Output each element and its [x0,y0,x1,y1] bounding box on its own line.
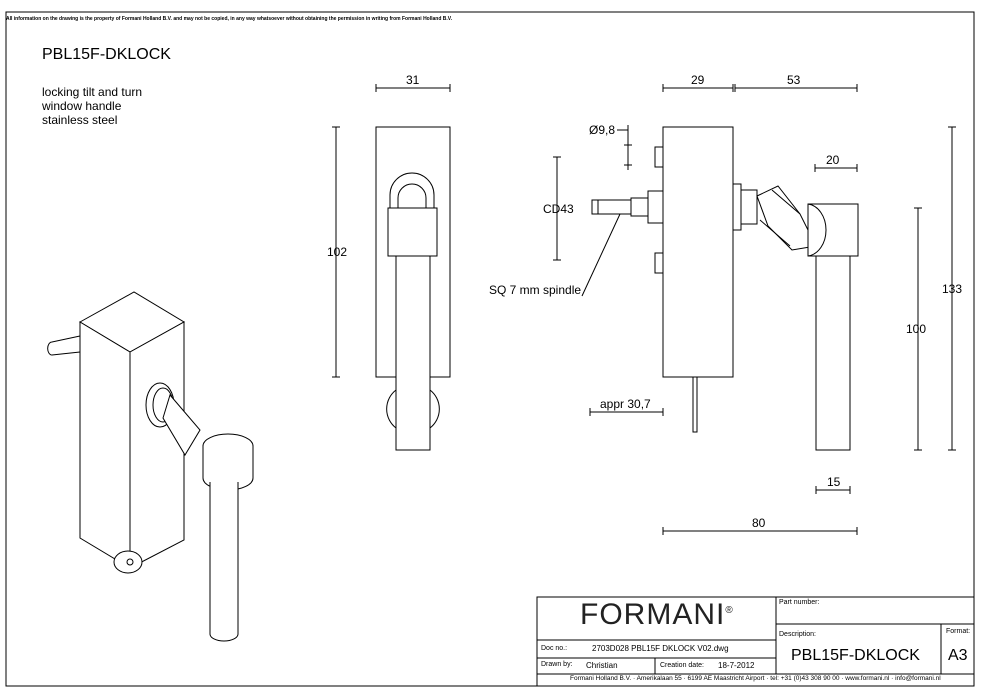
footer-contact: Formani Holland B.V. · Amerikalaan 55 · … [570,675,941,682]
creation-date-value: 18-7-2012 [718,661,755,670]
part-number-label: Part number: [779,599,820,606]
dim-grip-width: 20 [826,153,840,167]
dim-overall-height: 133 [942,282,963,296]
front-view [332,84,451,451]
dim-diameter: Ø9,8 [589,123,616,137]
isometric-view [47,291,254,642]
description-line-1: locking tilt and turn [42,85,143,99]
dim-side-depth-body: 29 [691,73,705,87]
drawn-by-value: Christian [586,661,618,670]
doc-no-label: Doc no.: [541,645,568,652]
dim-spindle-length: appr 30,7 [600,397,651,411]
title-block-lines [536,596,975,687]
dim-front-width: 31 [406,73,420,87]
dim-spindle-center: CD43 [543,202,574,216]
disclaimer: All information on the drawing is the pr… [6,16,453,22]
description-line-2: window handle [42,99,122,113]
dim-overall-depth: 80 [752,516,766,530]
dim-grip-diameter: 15 [827,475,841,489]
drawn-by-label: Drawn by: [541,661,573,668]
description-value: PBL15F-DKLOCK [791,647,920,664]
creation-date-label: Creation date: [660,662,704,669]
drawing-title: PBL15F-DKLOCK [42,46,171,63]
description-line-3: stainless steel [42,113,118,127]
dim-side-depth-handle: 53 [787,73,801,87]
formani-logo: FORMANI® [580,598,734,631]
spindle-note: SQ 7 mm spindle [489,283,582,297]
doc-no-value: 2703D028 PBL15F DKLOCK V02.dwg [592,644,729,653]
dim-grip-length: 100 [906,322,927,336]
format-value: A3 [948,647,968,664]
side-view [553,84,956,535]
description-label: Description: [779,631,816,638]
drawing-border [5,11,975,687]
format-label: Format: [946,628,971,635]
dim-front-height: 102 [327,245,348,259]
